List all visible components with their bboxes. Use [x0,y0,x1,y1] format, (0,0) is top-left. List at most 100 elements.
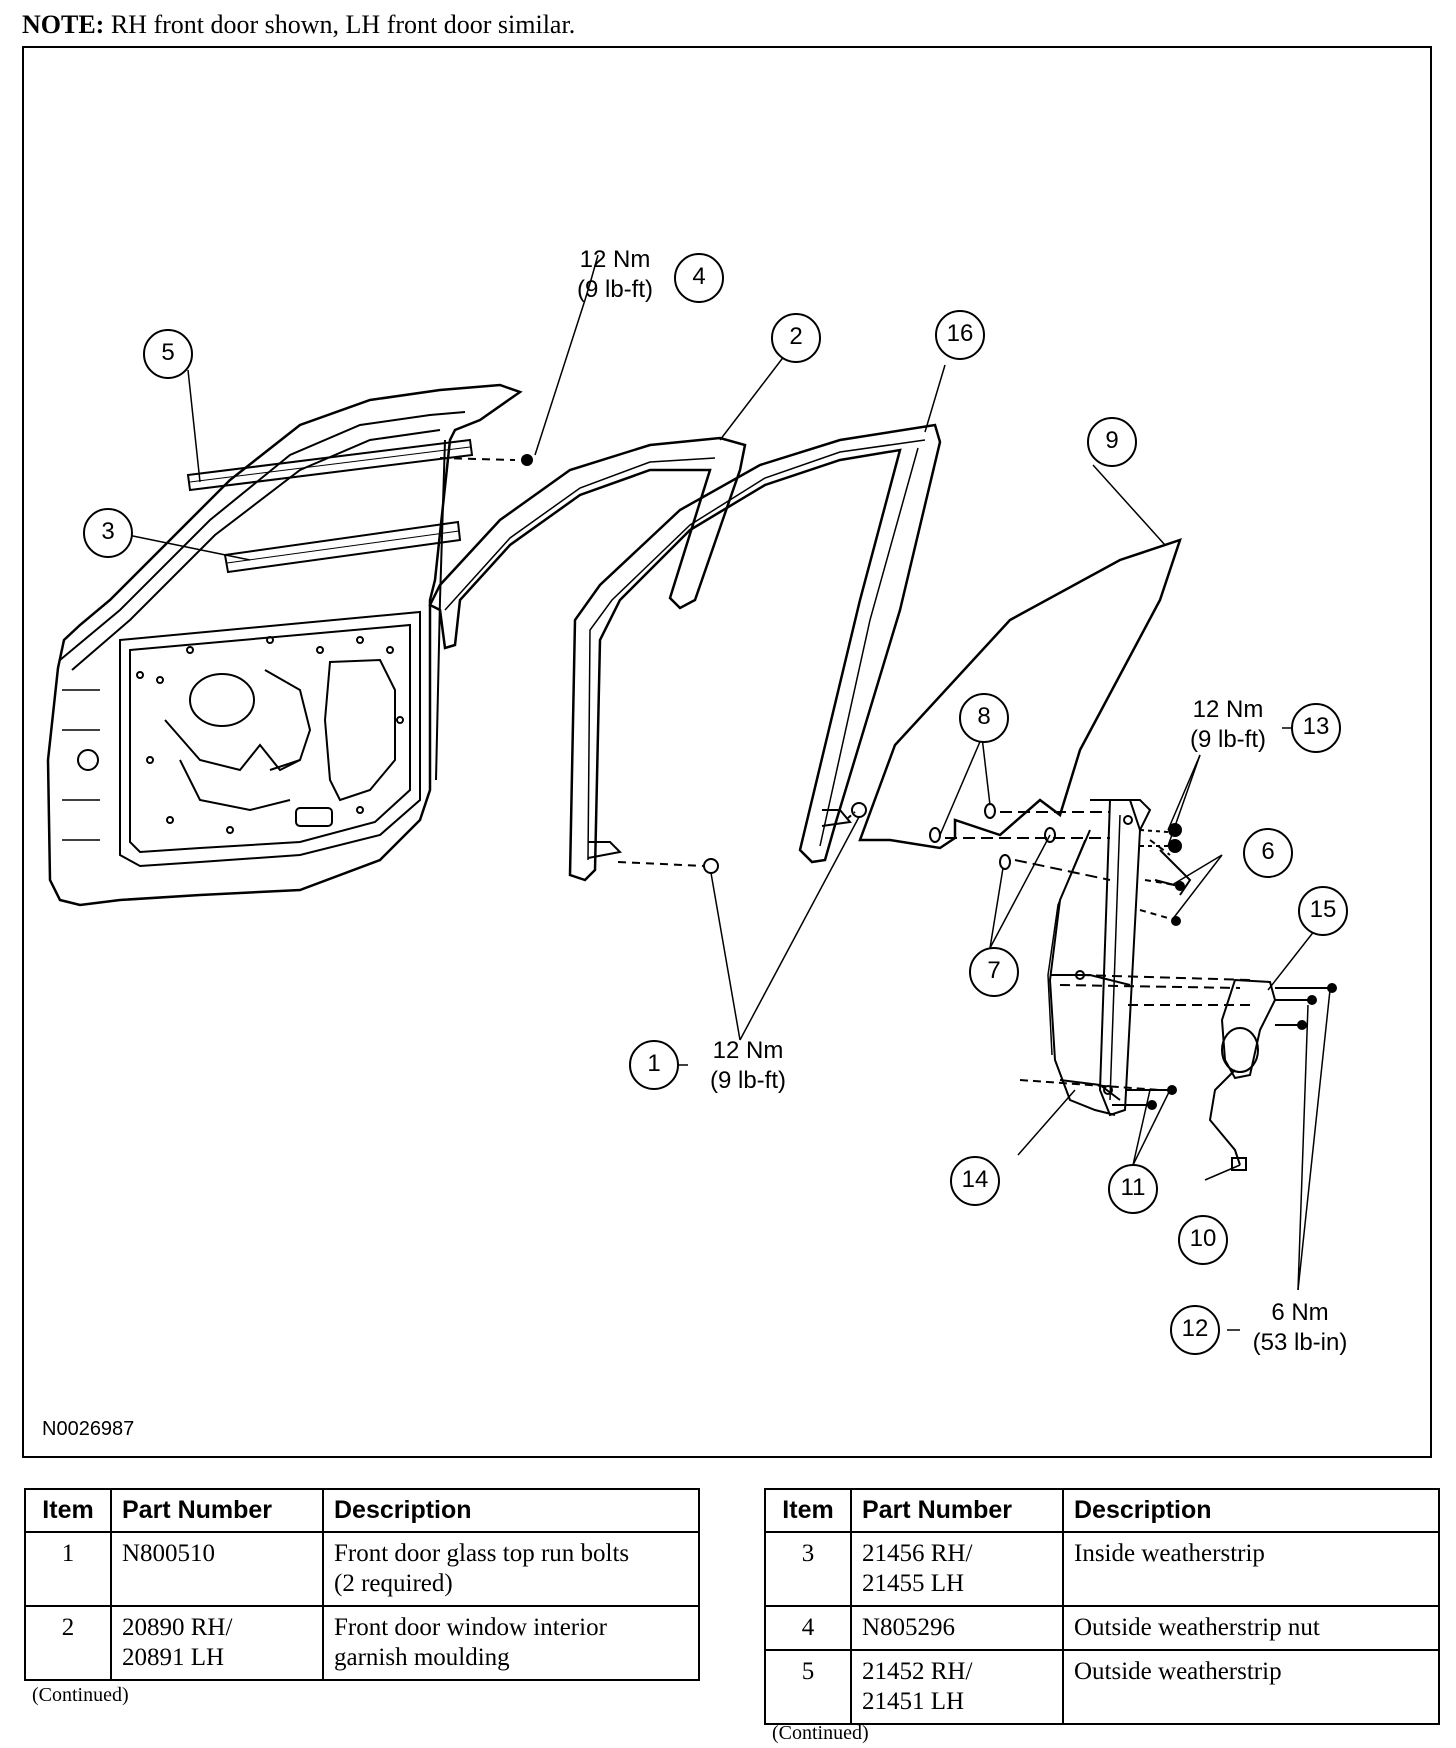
table-row: 1 N800510 Front door glass top run bolts… [24,1531,700,1607]
diagram-frame [22,46,1432,1458]
window-regulator-14 [1047,799,1152,1117]
callout-2: 2 [789,323,803,350]
row-desc: Outside weatherstrip [1062,1649,1440,1725]
note-label: NOTE: [22,10,105,39]
bushing-7b [999,854,1011,870]
glass-run-16 [568,423,942,882]
row-part: 21456 RH/21455 LH [850,1531,1064,1607]
callout-14: 14 [961,1166,989,1193]
torque-4: 12 Nm (9 lb-ft) [555,245,675,305]
row-item: 2 [24,1605,112,1681]
desc-line: Outside weatherstrip [1074,1658,1282,1685]
regulator-motor-10 [1208,978,1277,1171]
part-line: N800510 [122,1540,216,1567]
torque-1-nm: 12 Nm [712,1037,784,1064]
bushing-8a [984,803,996,819]
row-item: 3 [764,1531,852,1607]
torque-13: 12 Nm (9 lb-ft) [1168,695,1288,755]
bushing-7a [1044,827,1056,843]
part-line: 20890 RH/ [122,1614,233,1641]
callout-11: 11 [1120,1174,1146,1201]
part-line: 21452 RH/ [862,1658,973,1685]
callout-3: 3 [101,518,115,545]
callout-15: 15 [1309,896,1337,923]
note: NOTE: RH front door shown, LH front door… [22,10,575,40]
header-description: Description [1062,1488,1440,1533]
door-glass-9 [858,538,1182,850]
outside-weatherstrip-5 [186,438,474,492]
row-desc: Outside weatherstrip nut [1062,1605,1440,1651]
torque-12-lbin: (53 lb-in) [1252,1329,1348,1356]
callout-5: 5 [161,339,175,366]
figure-id: N0026987 [42,1418,135,1440]
bolt-1b [851,802,867,818]
torque-13-nm: 12 Nm [1192,696,1264,723]
row-item: 1 [24,1531,112,1607]
inside-weatherstrip-3 [223,520,462,574]
row-part: N805296 [850,1605,1064,1651]
torque-12: 6 Nm (53 lb-in) [1230,1298,1370,1358]
callout-6: 6 [1261,838,1275,865]
bolt-1a-dashline [617,861,706,867]
torque-1: 12 Nm (9 lb-ft) [688,1036,808,1096]
torque-13-lbft: (9 lb-ft) [1189,726,1266,753]
garnish-moulding-2 [428,436,747,650]
parts-table-right: Item Part Number Description 3 21456 RH/… [764,1488,1440,1725]
header-part-number: Part Number [850,1488,1064,1533]
desc-line: Outside weatherstrip nut [1074,1614,1320,1641]
leader-lines [127,254,1331,1331]
table-row: 3 21456 RH/21455 LH Inside weatherstrip [764,1531,1440,1607]
screws-12 [1059,974,1337,1030]
table-row: 2 20890 RH/20891 LH Front door window in… [24,1605,700,1681]
nut-4 [521,454,533,466]
callout-12: 12 [1181,1315,1209,1342]
bushing-8b [929,827,941,843]
nut-13b [1168,839,1182,853]
callout-circles [83,253,1348,1355]
callout-4: 4 [692,263,706,290]
callout-16: 16 [946,320,974,347]
callout-8: 8 [977,703,991,730]
header-item: Item [764,1488,852,1533]
nut-4-dashline [439,457,516,461]
torque-12-nm: 6 Nm [1271,1299,1329,1326]
parts-table-left: Item Part Number Description 1 N800510 F… [24,1488,700,1681]
part-line: 21455 LH [862,1570,965,1597]
desc-line: Front door window interior [334,1614,607,1641]
callout-13: 13 [1302,713,1330,740]
continued-right: (Continued) [772,1722,869,1744]
row-desc: Inside weatherstrip [1062,1531,1440,1607]
row-item: 5 [764,1649,852,1725]
row-part: N800510 [110,1531,324,1607]
table-header: Item Part Number Description [24,1488,700,1533]
header-description: Description [322,1488,700,1533]
part-line: 20891 LH [122,1644,225,1671]
desc-line: Front door glass top run bolts [334,1540,630,1567]
row-part: 20890 RH/20891 LH [110,1605,324,1681]
bolt-1a [703,858,719,874]
callout-7: 7 [987,957,1001,984]
header-part-number: Part Number [110,1488,324,1533]
callout-1: 1 [647,1050,661,1077]
table-row: 4 N805296 Outside weatherstrip nut [764,1605,1440,1651]
torque-4-lbft: (9 lb-ft) [576,276,653,303]
door-exploded-diagram [46,253,1348,1355]
continued-left: (Continued) [32,1684,129,1706]
header-item: Item [24,1488,112,1533]
torque-1-lbft: (9 lb-ft) [709,1067,786,1094]
desc-line: Inside weatherstrip [1074,1540,1265,1567]
row-item: 4 [764,1605,852,1651]
door-shell [46,383,523,907]
callout-9: 9 [1105,427,1119,454]
torque-4-nm: 12 Nm [579,246,651,273]
row-desc: Front door glass top run bolts (2 require… [322,1531,700,1607]
table-header: Item Part Number Description [764,1488,1440,1533]
part-line: 21456 RH/ [862,1540,973,1567]
row-part: 21452 RH/21451 LH [850,1649,1064,1725]
table-row: 5 21452 RH/21451 LH Outside weatherstrip [764,1649,1440,1725]
note-text: RH front door shown, LH front door simil… [110,10,576,39]
part-line: 21451 LH [862,1688,965,1715]
part-line: N805296 [862,1614,956,1641]
desc-line: (2 required) [334,1570,453,1597]
